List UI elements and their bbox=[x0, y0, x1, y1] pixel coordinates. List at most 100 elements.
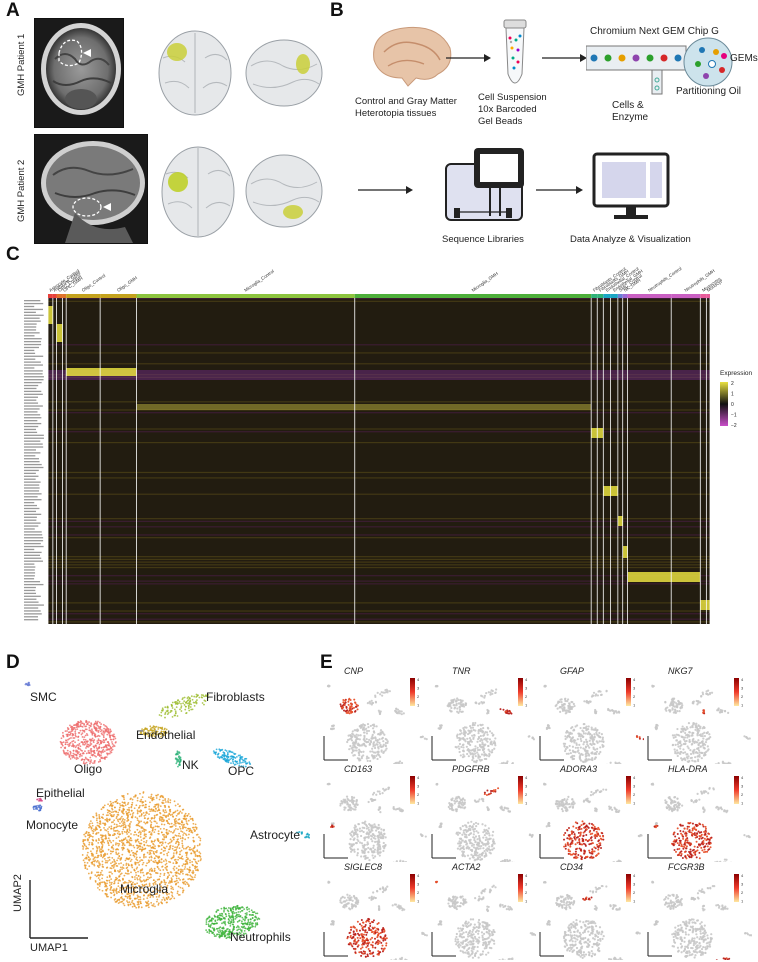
feature-scale-tick: 3 bbox=[633, 784, 636, 789]
feature-plot-gene-label: CNP bbox=[344, 666, 364, 676]
heatmap-group-label: Oligo_Control bbox=[81, 273, 106, 293]
feature-scale-tick: 4 bbox=[417, 677, 420, 682]
feature-scale-tick: 4 bbox=[741, 775, 744, 780]
cells-enzyme-label-1: Cells & bbox=[612, 100, 644, 111]
heatmap-group-band bbox=[617, 294, 623, 298]
feature-scale-tick: 1 bbox=[741, 801, 744, 806]
feature-scale-tick: 2 bbox=[525, 792, 528, 797]
heatmap-group-band bbox=[610, 294, 618, 298]
feature-plot-gene-label: ACTA2 bbox=[452, 862, 481, 872]
heatmap-marker-block bbox=[48, 306, 53, 324]
heatmap-marker-block bbox=[591, 428, 598, 438]
partitioning-oil-label: Partitioning Oil bbox=[676, 86, 742, 97]
feature-scale-tick: 4 bbox=[525, 873, 528, 878]
feature-scale-tick: 3 bbox=[741, 784, 744, 789]
feature-scale-tick: 4 bbox=[417, 873, 420, 878]
heatmap-marker-block bbox=[603, 486, 611, 496]
heatmap-group-label: Neutrophils_Control bbox=[647, 266, 682, 293]
heatmap-marker-block bbox=[610, 486, 618, 496]
umap-cluster-neutrophils bbox=[205, 904, 261, 940]
feature-plot-gene-label: ADORA3 bbox=[560, 764, 598, 774]
panel-letter-d: D bbox=[6, 652, 20, 673]
feature-scale-tick: 3 bbox=[417, 686, 420, 691]
heatmap-group-band bbox=[56, 294, 63, 298]
feature-scale-tick: 3 bbox=[525, 784, 528, 789]
mri-patient2 bbox=[34, 134, 148, 244]
feature-scale-tick: 1 bbox=[741, 703, 744, 708]
cells-enzyme-label-2: Enzyme bbox=[612, 112, 649, 123]
feature-scale-tick: 3 bbox=[633, 686, 636, 691]
heatmap-group-band bbox=[66, 294, 101, 298]
feature-scale-tick: 1 bbox=[741, 899, 744, 904]
feature-scale-tick: 4 bbox=[741, 677, 744, 682]
heatmap-marker-block bbox=[56, 324, 63, 342]
heatmap-marker-block bbox=[597, 428, 604, 438]
cluster-label-oligo: Oligo bbox=[74, 762, 103, 776]
data-analyze-label: Data Analyze & Visualization bbox=[570, 234, 691, 245]
feature-scale-tick: 2 bbox=[741, 890, 744, 895]
feature-scale-tick: 3 bbox=[525, 882, 528, 887]
heatmap-group-band bbox=[100, 294, 137, 298]
feature-scale-tick: 2 bbox=[633, 792, 636, 797]
feature-scale-tick: 1 bbox=[633, 801, 636, 806]
cluster-label-astrocyte: Astrocyte bbox=[250, 828, 301, 842]
legend-tick-label: 2 bbox=[731, 381, 734, 387]
arrow-tube-to-chip bbox=[542, 54, 587, 62]
heatmap-group-label: Oligo_GMH bbox=[116, 275, 138, 293]
arrow-tissue-to-tube bbox=[446, 54, 491, 62]
feature-scale-tick: 2 bbox=[417, 890, 420, 895]
cluster-label-smc: SMC bbox=[30, 690, 57, 704]
feature-plot-gene-label: HLA-DRA bbox=[668, 764, 708, 774]
brain-3d-side-p1 bbox=[243, 36, 325, 115]
cluster-label-fibroblasts: Fibroblasts bbox=[206, 690, 265, 704]
umap-cluster-opc bbox=[212, 748, 252, 768]
legend-tick-label: 0 bbox=[731, 402, 734, 408]
feature-plot-gene-label: SIGLEC8 bbox=[344, 862, 383, 872]
heatmap-group-band bbox=[354, 294, 592, 298]
feature-scale-tick: 1 bbox=[417, 703, 420, 708]
cluster-label-monocyte: Monocyte bbox=[26, 818, 79, 832]
expression-legend: 210−1−2 bbox=[720, 381, 737, 429]
heatmap-group-band bbox=[62, 294, 67, 298]
feature-scale-tick: 4 bbox=[633, 873, 636, 878]
heatmap-group-band bbox=[591, 294, 598, 298]
umap-cluster-microglia bbox=[81, 791, 202, 909]
feature-scale-tick: 4 bbox=[633, 677, 636, 682]
tube-icon bbox=[498, 18, 532, 99]
sequencer-icon bbox=[445, 148, 524, 221]
feature-scale-tick: 1 bbox=[525, 801, 528, 806]
umap1-axis-label: UMAP1 bbox=[30, 942, 68, 954]
feature-scale-tick: 4 bbox=[525, 677, 528, 682]
mri-patient1 bbox=[34, 18, 124, 128]
feature-scale-tick: 2 bbox=[741, 694, 744, 699]
panel-letter-e: E bbox=[320, 652, 333, 673]
patient2-label: GMH Patient 2 bbox=[16, 159, 27, 222]
feature-plot-gene-label: FCGR3B bbox=[668, 862, 705, 872]
feature-scale-tick: 3 bbox=[633, 882, 636, 887]
cluster-label-microglia: Microglia bbox=[120, 882, 169, 896]
heatmap-marker-block bbox=[706, 600, 710, 610]
legend-tick-label: −1 bbox=[731, 413, 737, 419]
heatmap-group-band bbox=[671, 294, 701, 298]
tissue-label-2: Heterotopia tissues bbox=[355, 108, 437, 119]
heatmap-marker-block bbox=[66, 368, 101, 376]
heatmap-group-band bbox=[622, 294, 628, 298]
heatmap-marker-block bbox=[671, 572, 701, 582]
umap-cluster-smc bbox=[24, 681, 31, 687]
cluster-label-nk: NK bbox=[182, 758, 199, 772]
cluster-label-epithelial: Epithelial bbox=[36, 786, 85, 800]
feature-scale-tick: 4 bbox=[417, 775, 420, 780]
brain-3d-front-p1 bbox=[155, 28, 235, 123]
chip-diagram bbox=[586, 37, 733, 95]
gems-label: GEMs bbox=[730, 53, 758, 64]
feature-scale-tick: 3 bbox=[417, 882, 420, 887]
cluster-label-neutrophils: Neutrophils bbox=[230, 930, 291, 944]
patient1-label: GMH Patient 1 bbox=[16, 33, 27, 96]
sequence-libraries-label: Sequence Libraries bbox=[442, 234, 524, 245]
heatmap-group-band bbox=[52, 294, 57, 298]
umap-cluster-astrocyte bbox=[295, 831, 310, 839]
heatmap-group-band bbox=[136, 294, 355, 298]
